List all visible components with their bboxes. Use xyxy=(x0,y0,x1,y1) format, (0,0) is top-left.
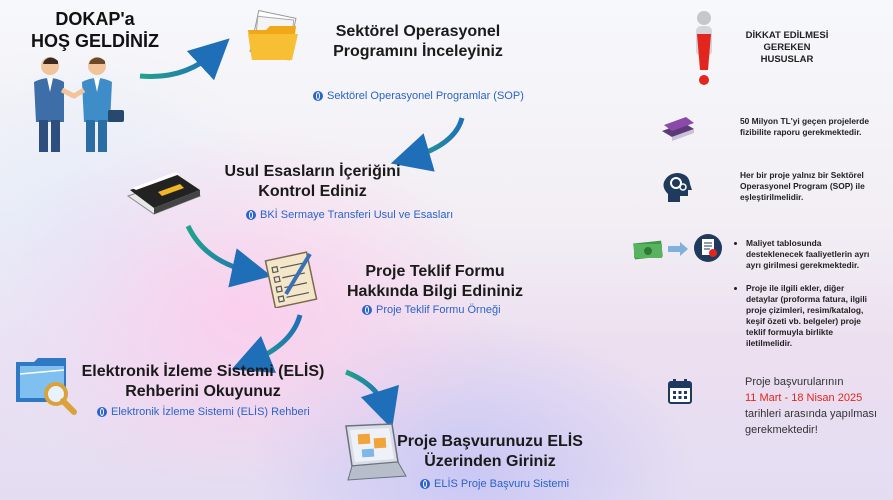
dates-line-4: gerekmektedir! xyxy=(745,424,818,436)
elis-rehber-link-label: Elektronik İzleme Sistemi (ELİS) Rehberi xyxy=(111,406,310,418)
step-5-title-line-2: Üzerinden Giriniz xyxy=(424,453,556,470)
elis-basvuru-link-label: ELİS Proje Başvuru Sistemi xyxy=(434,478,570,490)
folder-icon xyxy=(248,10,298,61)
sop-link[interactable]: Sektörel Operasyonel Programlar (SOP) xyxy=(313,90,524,102)
step-2-title-line-1: Usul Esasların İçeriğini xyxy=(224,163,401,180)
welcome-title: DOKAP'a HOŞ GELDİNİZ xyxy=(20,8,170,52)
note-sop-line-3: eşleştirilmelidir. xyxy=(740,192,804,202)
note-sop-line-2: Operasyonel Program (SOP) ile xyxy=(740,181,865,191)
laptop-icon xyxy=(345,423,407,481)
arrow-1 xyxy=(139,38,230,81)
arrow-right-icon xyxy=(668,242,688,256)
bullet-ekler-line-1: Proje ile ilgili ekler, diğer xyxy=(746,283,845,293)
search-folder-icon xyxy=(16,358,77,415)
bullet-maliyet-line-1: Maliyet tablosunda xyxy=(746,238,822,248)
bullet-ekler-line-4: keşif özeti vb. belgeler) proje xyxy=(746,316,861,326)
teklif-formu-link-label: Proje Teklif Formu Örneği xyxy=(376,304,501,316)
dates-range: 11 Mart - 18 Nisan 2025 xyxy=(745,392,863,404)
bullet-ekler-line-5: teklif formuyla birlikte xyxy=(746,327,834,337)
elis-rehber-link[interactable]: Elektronik İzleme Sistemi (ELİS) Rehberi xyxy=(97,406,310,418)
note-fizibilite-line-1: 50 Milyon TL'yi geçen projelerde xyxy=(740,116,870,126)
document-icon xyxy=(694,234,722,262)
usul-esaslar-link[interactable]: BKİ Sermaye Transferi Usul ve Esasları xyxy=(246,209,453,221)
step-1-title: Sektörel Operasyonel Programını İnceleyi… xyxy=(318,22,518,62)
money-icon xyxy=(633,240,663,260)
exclamation-icon xyxy=(696,11,712,85)
globe-icon xyxy=(246,210,256,220)
warnings-title-line-2: HUSUSLAR xyxy=(760,54,814,65)
step-3-title-line-1: Proje Teklif Formu xyxy=(365,263,505,280)
step-5-title-line-1: Proje Başvurunuzu ELİS xyxy=(397,433,583,450)
dates-line-1: Proje başvurularının xyxy=(745,376,844,388)
step-3-title-line-2: Hakkında Bilgi Edininiz xyxy=(346,283,524,300)
teklif-formu-link[interactable]: Proje Teklif Formu Örneği xyxy=(362,304,501,316)
step-2-title: Usul Esasların İçeriğini Kontrol Ediniz xyxy=(200,162,425,202)
handshake-icon xyxy=(34,57,124,152)
arrow-4 xyxy=(231,314,303,374)
step-1-title-line-2: Programını İnceleyiniz xyxy=(333,43,503,60)
bullet-ekler: Proje ile ilgili ekler, diğer detaylar (… xyxy=(746,283,869,349)
sop-link-label: Sektörel Operasyonel Programlar (SOP) xyxy=(327,90,524,102)
head-gears-icon xyxy=(663,173,692,202)
bullet-maliyet-line-2: desteklenecek faaliyetlerin ayrı xyxy=(746,249,870,259)
warnings-title-line-1: DİKKAT EDİLMESİ GEREKEN xyxy=(745,30,829,53)
books-icon xyxy=(662,117,694,141)
calendar-icon xyxy=(668,379,692,404)
globe-icon xyxy=(420,479,430,489)
step-1-title-line-1: Sektörel Operasyonel xyxy=(335,23,501,40)
bullet-ekler-line-3: proje çizimleri, resim/katalog, xyxy=(746,305,864,315)
usul-esaslar-link-label: BKİ Sermaye Transferi Usul ve Esasları xyxy=(260,209,454,221)
arrow-5 xyxy=(345,369,399,430)
binder-icon xyxy=(126,172,202,215)
bullet-maliyet-line-3: ayrı girilmesi gerekmektedir. xyxy=(746,260,860,270)
globe-icon xyxy=(97,407,107,417)
checklist-icon xyxy=(264,251,318,308)
note-sop: Her bir proje yalnız bir Sektörel Operas… xyxy=(740,170,865,203)
step-4-title: Elektronik İzleme Sistemi (ELİS) Rehberi… xyxy=(68,362,338,402)
note-fizibilite-line-2: fizibilite raporu gerekmektedir. xyxy=(740,127,862,137)
note-fizibilite: 50 Milyon TL'yi geçen projelerde fizibil… xyxy=(740,116,869,138)
bullet-ekler-line-6: iletilmelidir. xyxy=(746,338,793,348)
elis-basvuru-link[interactable]: ELİS Proje Başvuru Sistemi xyxy=(420,478,569,490)
bullet-ekler-line-2: detaylar (proforma fatura, ilgili xyxy=(746,294,867,304)
globe-icon xyxy=(313,91,323,101)
step-4-title-line-1: Elektronik İzleme Sistemi (ELİS) xyxy=(81,363,325,380)
warnings-title: DİKKAT EDİLMESİ GEREKEN HUSUSLAR xyxy=(722,30,852,66)
welcome-line-2: HOŞ GELDİNİZ xyxy=(30,31,159,51)
globe-icon xyxy=(362,305,372,315)
application-dates: Proje başvurularının 11 Mart - 18 Nisan … xyxy=(745,374,877,438)
step-5-title: Proje Başvurunuzu ELİS Üzerinden Giriniz xyxy=(390,432,590,472)
dates-line-3: tarihleri arasında yapılması xyxy=(745,408,878,420)
step-4-title-line-2: Rehberini Okuyunuz xyxy=(125,383,281,400)
step-3-title: Proje Teklif Formu Hakkında Bilgi Edinin… xyxy=(335,262,535,302)
notes-bullets: Maliyet tablosunda desteklenecek faaliye… xyxy=(736,238,869,361)
step-2-title-line-2: Kontrol Ediniz xyxy=(258,183,367,200)
arrow-2 xyxy=(390,117,465,172)
welcome-line-1: DOKAP'a xyxy=(55,9,135,29)
note-sop-line-1: Her bir proje yalnız bir Sektörel xyxy=(740,170,864,180)
arrow-3 xyxy=(185,224,272,288)
bullet-maliyet: Maliyet tablosunda desteklenecek faaliye… xyxy=(746,238,869,271)
